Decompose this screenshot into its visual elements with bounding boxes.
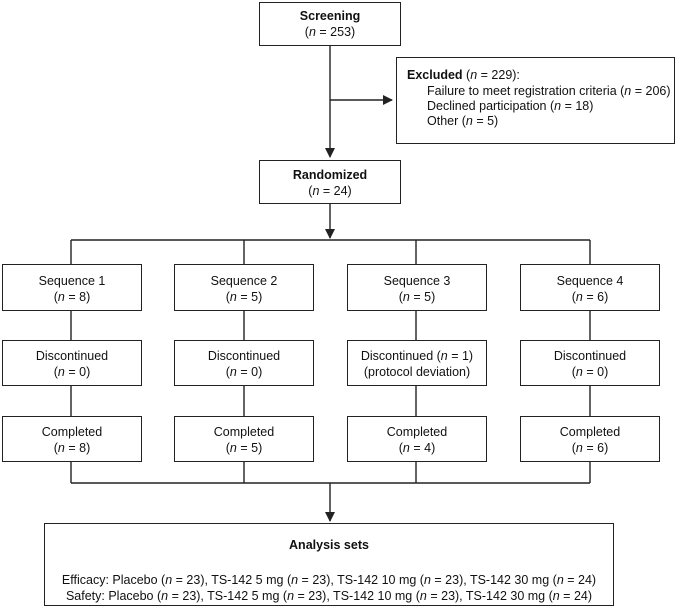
excluded-title: Excluded (n = 229): <box>407 68 520 82</box>
sequence-label: Sequence 2 <box>210 274 278 288</box>
sequence-label: Sequence 3 <box>383 274 451 288</box>
discontinued-count: (n = 0) <box>225 365 263 379</box>
analysis-title: Analysis sets <box>289 538 369 552</box>
analysis-safety: Safety: Placebo (n = 23), TS-142 5 mg (n… <box>65 589 593 603</box>
excluded-reason: Other (n = 5) <box>427 114 499 128</box>
discontinued-1-box: Discontinued (n = 0) <box>2 340 142 386</box>
sequence-count: (n = 5) <box>225 290 263 304</box>
completed-label: Completed <box>559 425 621 439</box>
sequence-2-box: Sequence 2 (n = 5) <box>174 264 314 311</box>
completed-label: Completed <box>386 425 448 439</box>
screening-box: Screening (n = 253) <box>259 2 401 46</box>
discontinued-label: Discontinued <box>207 349 281 363</box>
completed-3-box: Completed (n = 4) <box>347 416 487 462</box>
screening-title: Screening <box>299 9 361 23</box>
completed-label: Completed <box>213 425 275 439</box>
discontinued-label: Discontinued (n = 1) <box>360 349 474 363</box>
sequence-label: Sequence 4 <box>556 274 624 288</box>
completed-label: Completed <box>41 425 103 439</box>
completed-count: (n = 6) <box>571 441 609 455</box>
discontinued-reason: (protocol deviation) <box>363 365 471 379</box>
screening-count: (n = 253) <box>304 25 356 39</box>
completed-1-box: Completed (n = 8) <box>2 416 142 462</box>
sequence-4-box: Sequence 4 (n = 6) <box>520 264 660 311</box>
sequence-count: (n = 5) <box>398 290 436 304</box>
sequence-3-box: Sequence 3 (n = 5) <box>347 264 487 311</box>
discontinued-count: (n = 0) <box>571 365 609 379</box>
discontinued-3-box: Discontinued (n = 1) (protocol deviation… <box>347 340 487 386</box>
excluded-box: Excluded (n = 229): Failure to meet regi… <box>396 57 675 144</box>
excluded-reason: Failure to meet registration criteria (n… <box>427 84 671 98</box>
discontinued-count: (n = 0) <box>53 365 91 379</box>
completed-count: (n = 5) <box>225 441 263 455</box>
sequence-label: Sequence 1 <box>38 274 106 288</box>
discontinued-label: Discontinued <box>35 349 109 363</box>
randomized-count: (n = 24) <box>308 184 352 198</box>
completed-4-box: Completed (n = 6) <box>520 416 660 462</box>
randomized-title: Randomized <box>292 168 368 182</box>
completed-count: (n = 4) <box>398 441 436 455</box>
completed-2-box: Completed (n = 5) <box>174 416 314 462</box>
discontinued-label: Discontinued <box>553 349 627 363</box>
sequence-count: (n = 8) <box>53 290 91 304</box>
analysis-efficacy: Efficacy: Placebo (n = 23), TS-142 5 mg … <box>61 573 597 587</box>
excluded-reason: Declined participation (n = 18) <box>427 99 594 113</box>
sequence-1-box: Sequence 1 (n = 8) <box>2 264 142 311</box>
completed-count: (n = 8) <box>53 441 91 455</box>
randomized-box: Randomized (n = 24) <box>259 160 401 204</box>
discontinued-4-box: Discontinued (n = 0) <box>520 340 660 386</box>
sequence-count: (n = 6) <box>571 290 609 304</box>
discontinued-2-box: Discontinued (n = 0) <box>174 340 314 386</box>
analysis-sets-box: Analysis sets Efficacy: Placebo (n = 23)… <box>44 523 614 606</box>
